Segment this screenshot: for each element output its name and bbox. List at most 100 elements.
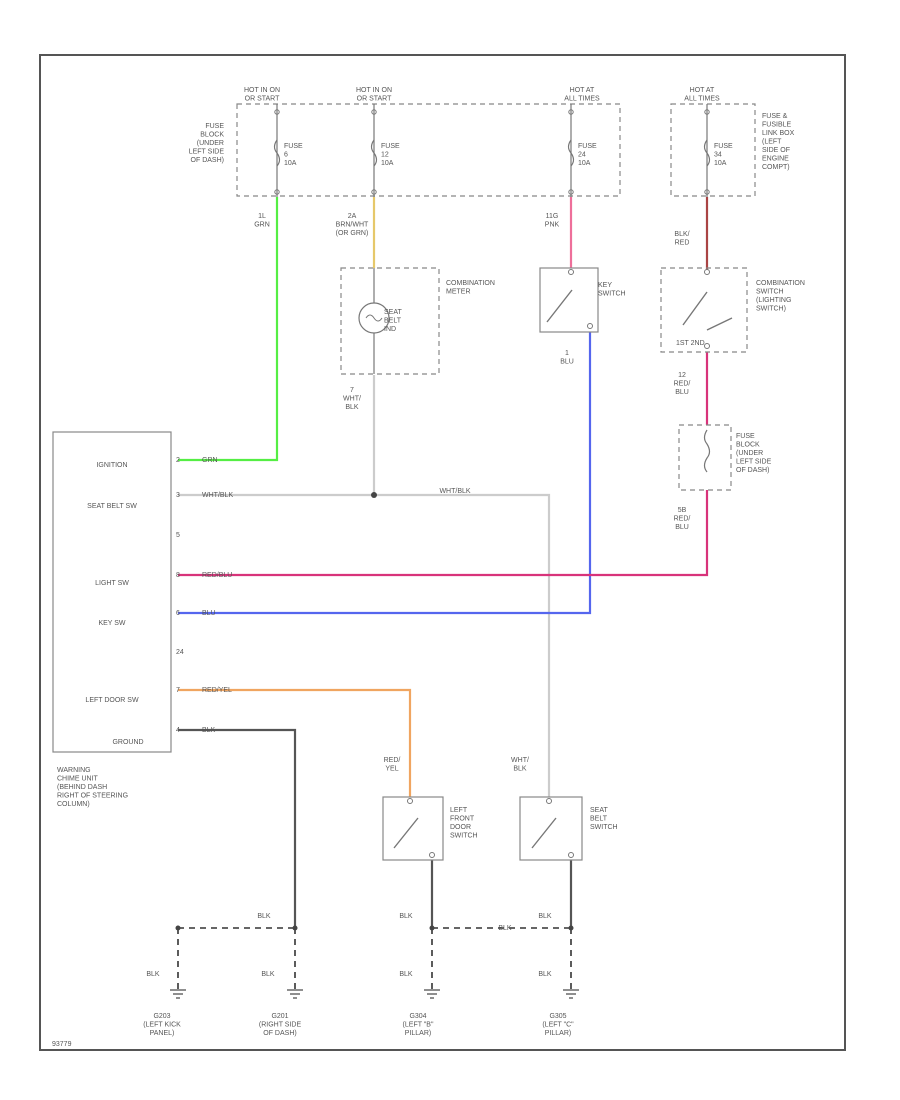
- unit-wire-label: BLU: [202, 610, 216, 617]
- fuse-icon: [703, 429, 711, 473]
- door-switch-contact-icon: [393, 817, 419, 849]
- unit-wire-label: BLK: [202, 727, 216, 734]
- wire-red-blu-lower: [178, 490, 709, 577]
- wire-label-seat-in: WHT/BLK: [511, 757, 529, 773]
- wire-label-door-in: RED/YEL: [384, 757, 401, 773]
- diagram-frame: [39, 54, 846, 1051]
- ground-g305-label: G305(LEFT "C"PILLAR): [542, 1013, 574, 1037]
- unit-left-door-sw-label: LEFT DOOR SW: [85, 697, 139, 704]
- ground-symbol-icon: [287, 989, 303, 999]
- key-switch-box: [539, 267, 599, 333]
- combination-switch-box: [660, 267, 748, 353]
- fuse-icon: [370, 139, 378, 167]
- connector-terminal: [274, 189, 280, 195]
- combination-switch-pins: 1ST 2ND: [676, 340, 705, 347]
- ground-blk-label-2: BLK: [399, 913, 413, 920]
- splice-dot: [175, 925, 181, 931]
- seat-belt-switch-box: [519, 796, 583, 861]
- left-door-switch-box: [382, 796, 444, 861]
- ground-symbol-icon: [424, 989, 440, 999]
- unit-pin-number: 5: [176, 532, 180, 539]
- connector-terminal: [704, 109, 710, 115]
- unit-wire-label: RED/YEL: [202, 687, 232, 694]
- fuse-block-box: [236, 103, 621, 197]
- unit-light-sw-label: LIGHT SW: [95, 580, 129, 587]
- unit-pin-number: 8: [176, 572, 180, 579]
- ground-blk-label-5: BLK: [146, 971, 160, 978]
- splice-dot: [292, 925, 298, 931]
- ground-blk-label-4: BLK: [538, 913, 552, 920]
- ground-g304-label: G304(LEFT "B"PILLAR): [403, 1013, 434, 1037]
- ground-symbol-icon: [563, 989, 579, 999]
- connector-terminal: [274, 109, 280, 115]
- unit-key-sw-label: KEY SW: [98, 620, 125, 627]
- unit-ignition-label: IGNITION: [96, 462, 127, 469]
- unit-pin-number: 24: [176, 649, 184, 656]
- key-switch-contact-icon: [546, 289, 573, 323]
- fuse-icon: [703, 139, 711, 167]
- splice-dot: [371, 492, 377, 498]
- fuse-block-2-box: [678, 424, 732, 491]
- unit-ground-label: GROUND: [112, 739, 143, 746]
- lighting-switch-contact-icon: [682, 291, 708, 326]
- splice-dot: [429, 925, 435, 931]
- unit-wire-label: WHT/BLK: [202, 492, 233, 499]
- connector-terminal: [371, 109, 377, 115]
- wire-grn: [178, 197, 279, 462]
- ground-blk-label-3: BLK: [498, 925, 512, 932]
- seat-belt-row-wire-label: WHT/BLK: [439, 488, 470, 495]
- connector-terminal: [704, 189, 710, 195]
- splice-dot: [568, 925, 574, 931]
- wire-blk: [178, 728, 297, 928]
- figure-code: 93779: [52, 1041, 72, 1048]
- unit-seat-belt-sw-label: SEAT BELT SW: [87, 503, 137, 510]
- connector-terminal: [371, 189, 377, 195]
- combination-meter-box: [340, 267, 440, 375]
- wire-label-blk-red: BLK/RED: [674, 231, 689, 247]
- lamp-filament-icon: [365, 314, 383, 322]
- wire-wht-blk-seat: [178, 493, 551, 800]
- unit-wire-label: GRN: [202, 457, 218, 464]
- wire-red-yel: [178, 688, 412, 800]
- unit-pin-number: 7: [176, 687, 180, 694]
- unit-pin-number: 2: [176, 457, 180, 464]
- ground-blk-label-6: BLK: [261, 971, 275, 978]
- fuse-link-box: [670, 103, 756, 197]
- unit-wire-label: RED/BLU: [202, 572, 232, 579]
- fuse-icon: [567, 139, 575, 167]
- warning-chime-unit-box: [52, 431, 172, 753]
- connector-terminal: [568, 189, 574, 195]
- ground-symbol-icon: [170, 989, 186, 999]
- ground-blk-label-7: BLK: [399, 971, 413, 978]
- seat-belt-switch-contact-icon: [531, 817, 557, 849]
- unit-pin-number: 4: [176, 727, 180, 734]
